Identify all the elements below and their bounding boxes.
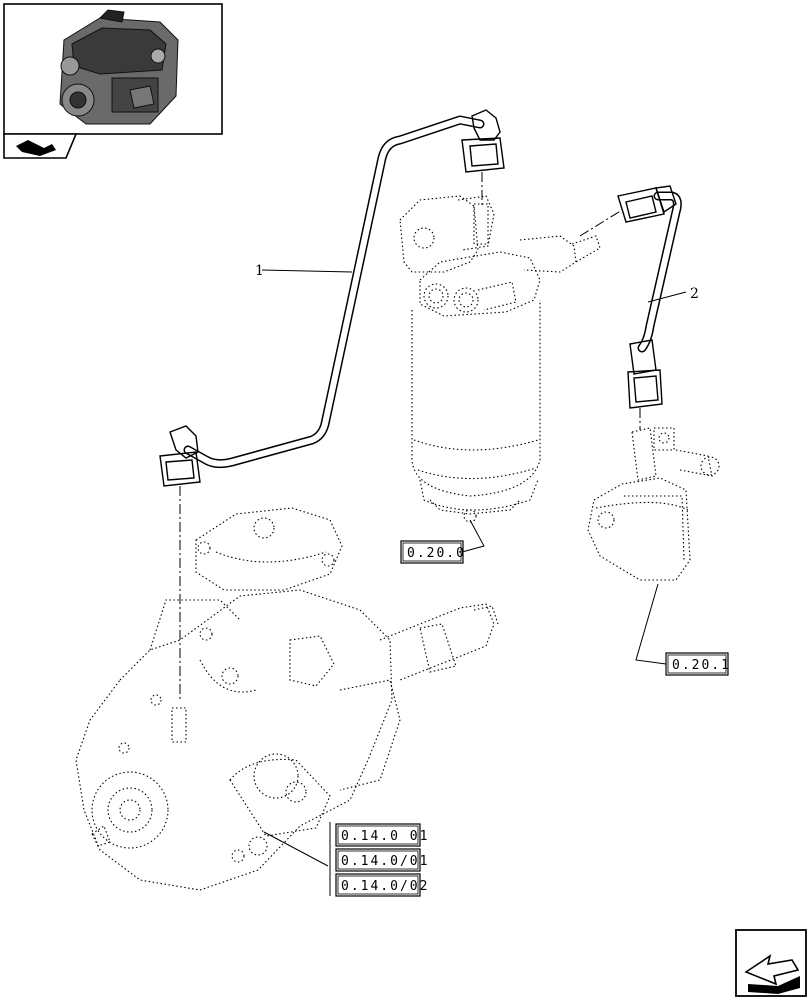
- engine-thumbnail[interactable]: [3, 3, 223, 135]
- ref-injection-pump-a[interactable]: 0.14.0 01: [335, 823, 429, 847]
- leader-feed-pump: [635, 583, 667, 665]
- hand-book-icon[interactable]: [3, 133, 78, 159]
- injection-pump[interactable]: [75, 507, 499, 891]
- callout-1: 1: [255, 263, 264, 279]
- next-page-arrow-icon[interactable]: [735, 929, 807, 997]
- axis-filter-side: [579, 209, 623, 237]
- ref-fuel-filter[interactable]: 0.20.0: [400, 540, 466, 564]
- svg-text:0.14.0 01: 0.14.0 01: [341, 829, 429, 844]
- ref-injection-pump-b[interactable]: 0.14.0/01: [335, 848, 429, 872]
- leader-injection-pump: [263, 831, 329, 867]
- callout-2: 2: [690, 286, 699, 302]
- leader-1: [261, 269, 353, 273]
- leader-fuel-filter: [461, 519, 485, 553]
- svg-text:0.20.0: 0.20.0: [407, 546, 466, 561]
- leader-2: [647, 291, 687, 303]
- ref-injection-pump-c[interactable]: 0.14.0/02: [335, 873, 429, 897]
- feed-pump[interactable]: [587, 427, 720, 581]
- svg-text:0.14.0/02: 0.14.0/02: [341, 879, 429, 894]
- svg-text:0.14.0/01: 0.14.0/01: [341, 854, 429, 869]
- svg-text:0.20.1: 0.20.1: [672, 658, 731, 673]
- ref-feed-pump[interactable]: 0.20.1: [665, 652, 731, 676]
- fuel-filter[interactable]: [399, 195, 601, 523]
- pipe-2[interactable]: [617, 185, 682, 409]
- pipe-1[interactable]: [159, 109, 505, 487]
